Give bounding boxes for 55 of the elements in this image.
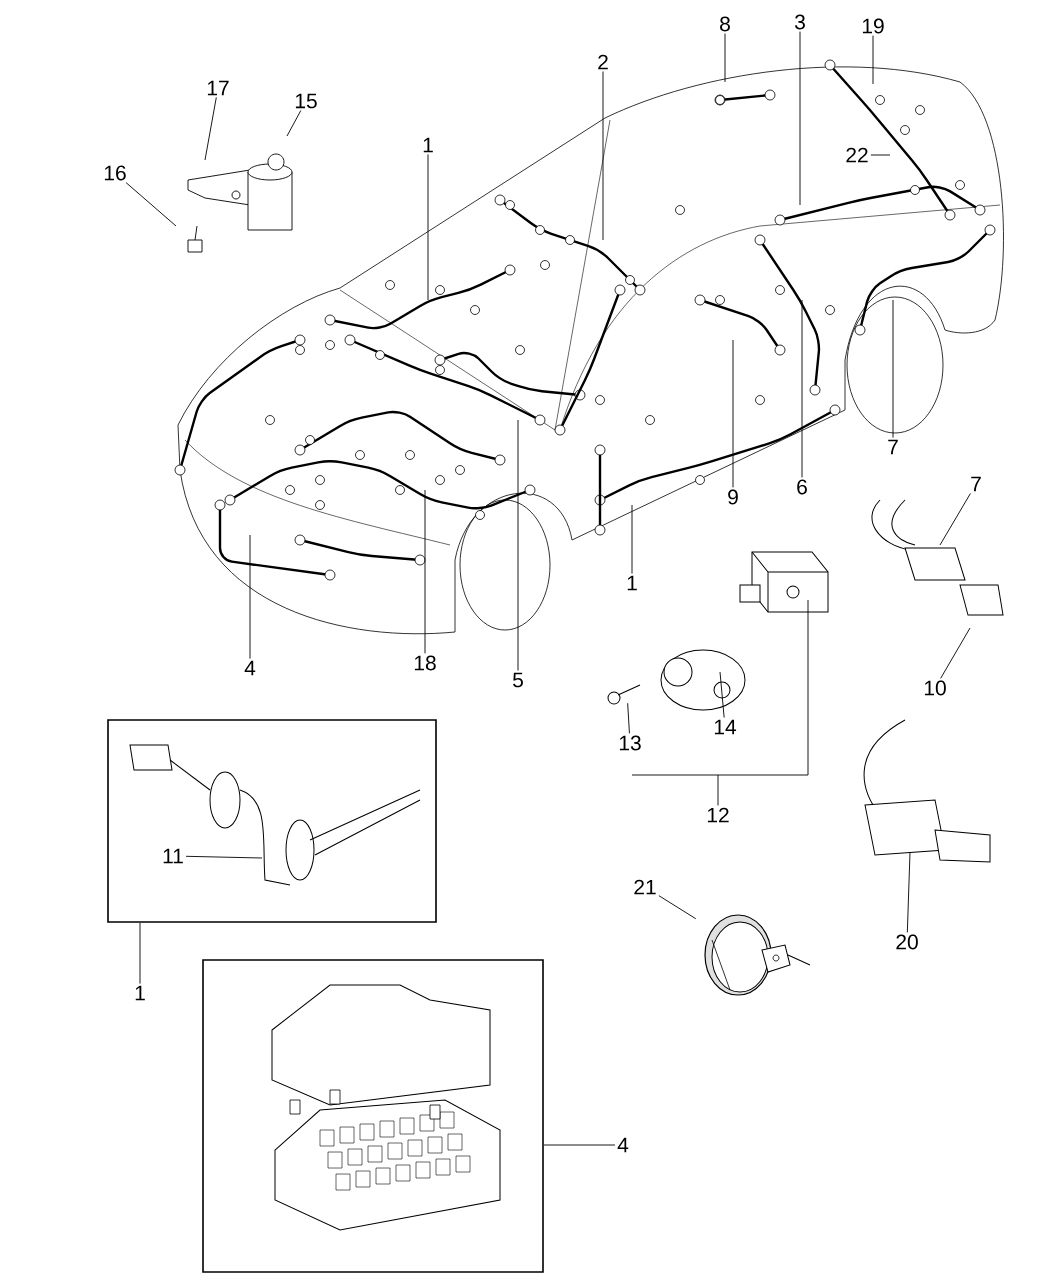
leader-line xyxy=(870,154,891,156)
leader-line xyxy=(249,534,251,660)
leader-line xyxy=(286,110,302,137)
leader-line xyxy=(801,299,803,478)
leader-line xyxy=(424,489,426,654)
callout-number: 6 xyxy=(797,479,807,495)
leader-line xyxy=(631,504,633,575)
leader-line xyxy=(724,33,726,83)
leader-line xyxy=(427,154,429,301)
callout-number: 13 xyxy=(619,735,641,751)
leader-line xyxy=(125,182,177,227)
leader-line xyxy=(872,35,874,85)
screw-drawing xyxy=(607,684,641,705)
leader-line xyxy=(204,97,217,161)
callout-number: 5 xyxy=(513,672,523,688)
callout-number: 3 xyxy=(794,14,805,30)
leader-line xyxy=(185,855,263,859)
inset-frame xyxy=(107,719,437,923)
clip-drawing xyxy=(704,914,811,996)
callout-number: 15 xyxy=(295,93,317,109)
leader-line xyxy=(719,671,725,719)
callout-number: 4 xyxy=(617,1137,629,1153)
callout-number: 4 xyxy=(244,660,256,676)
leader-line xyxy=(732,339,734,488)
callout-number: 19 xyxy=(862,18,884,34)
callout-number: 18 xyxy=(414,655,436,671)
callout-number: 12 xyxy=(707,807,729,823)
callout-number: 7 xyxy=(888,439,898,455)
callout-number: 17 xyxy=(207,80,229,96)
callout-number: 1 xyxy=(423,137,433,153)
callout-number: 2 xyxy=(598,54,608,70)
leader-line xyxy=(799,31,801,206)
leader-line xyxy=(627,702,630,734)
callout-number: 21 xyxy=(634,879,656,895)
callout-number: 1 xyxy=(135,985,145,1001)
leader-line xyxy=(906,851,911,933)
callout-number: 10 xyxy=(924,680,946,696)
leader-line xyxy=(631,599,809,806)
leader-line xyxy=(940,627,971,679)
leader-line xyxy=(658,895,697,920)
callout-number: 7 xyxy=(971,476,981,492)
leader-line xyxy=(939,493,971,546)
leader-line xyxy=(517,419,519,671)
leader-line xyxy=(543,1144,616,1146)
inset-frame xyxy=(202,959,544,1273)
leader-line xyxy=(602,71,604,241)
callout-number: 9 xyxy=(728,489,738,505)
callout-number: 16 xyxy=(104,165,126,181)
callout-number: 22 xyxy=(846,147,868,163)
callout-number: 20 xyxy=(896,934,918,950)
callout-number: 1 xyxy=(627,575,637,591)
callout-number: 8 xyxy=(720,16,730,32)
leader-line xyxy=(139,922,141,985)
callout-number: 14 xyxy=(714,719,737,735)
callout-number: 11 xyxy=(163,848,183,864)
